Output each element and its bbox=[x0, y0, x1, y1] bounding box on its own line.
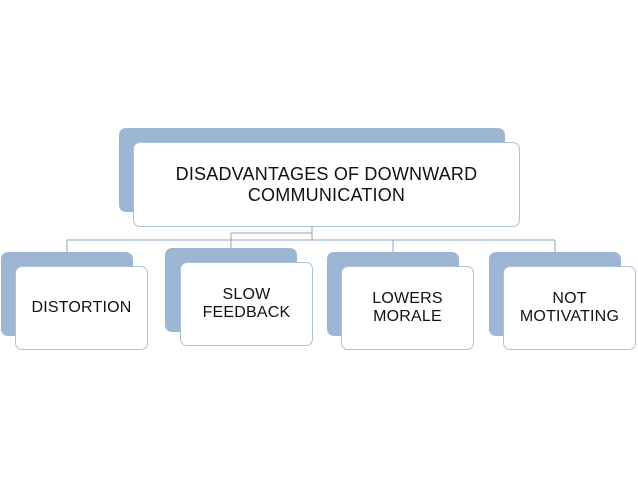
child-node-3: LOWERS MORALE bbox=[341, 266, 474, 350]
child-node-2: SLOW FEEDBACK bbox=[180, 262, 313, 346]
child-node-4-label: NOT MOTIVATING bbox=[519, 290, 620, 325]
root-node-label: DISADVANTAGES OF DOWNWARD COMMUNICATION bbox=[175, 163, 478, 205]
child-node-4: NOT MOTIVATING bbox=[503, 266, 636, 350]
child-node-3-label: LOWERS MORALE bbox=[372, 290, 443, 325]
child-node-2-label: SLOW FEEDBACK bbox=[202, 286, 291, 321]
child-node-1-label: DISTORTION bbox=[31, 299, 132, 316]
root-node: DISADVANTAGES OF DOWNWARD COMMUNICATION bbox=[133, 142, 520, 227]
child-node-1: DISTORTION bbox=[15, 266, 148, 350]
